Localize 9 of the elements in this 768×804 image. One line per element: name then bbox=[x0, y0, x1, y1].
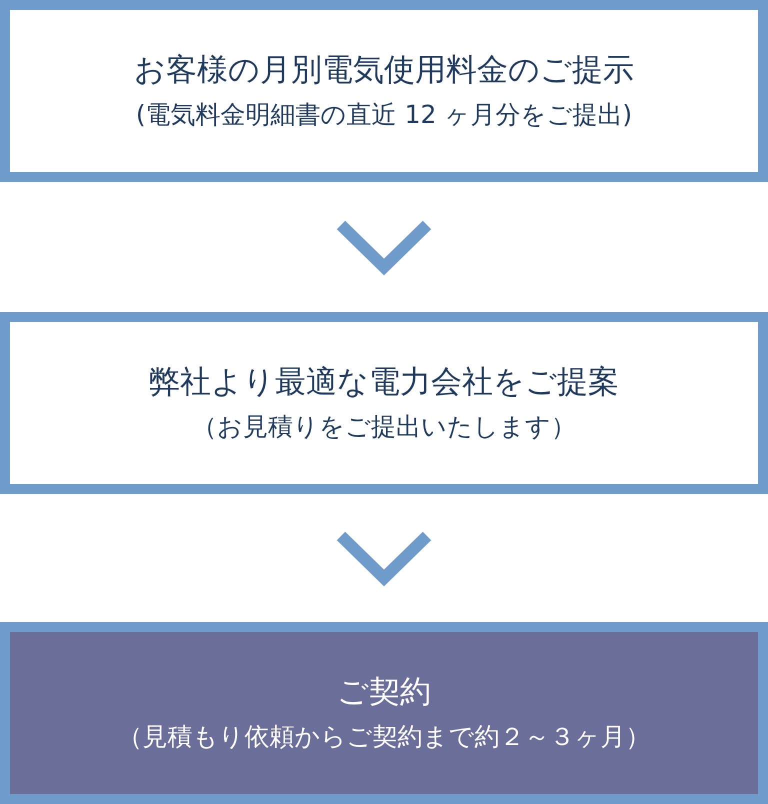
step-box bbox=[0, 312, 768, 494]
step-note: (電気料金明細書の直近 12 ヶ月分をご提出) bbox=[136, 99, 632, 131]
step-title: お客様の月別電気使用料金のご提示 bbox=[134, 51, 634, 90]
step-title: 弊社より最適な電力会社をご提案 bbox=[149, 363, 619, 402]
step-title: ご契約 bbox=[337, 673, 431, 712]
step-note: （見積もり依頼からご契約まで約２～３ヶ月） bbox=[118, 721, 650, 753]
step-box bbox=[0, 622, 768, 804]
step-note: （お見積りをご提出いたします） bbox=[192, 411, 576, 443]
step-box bbox=[0, 0, 768, 182]
